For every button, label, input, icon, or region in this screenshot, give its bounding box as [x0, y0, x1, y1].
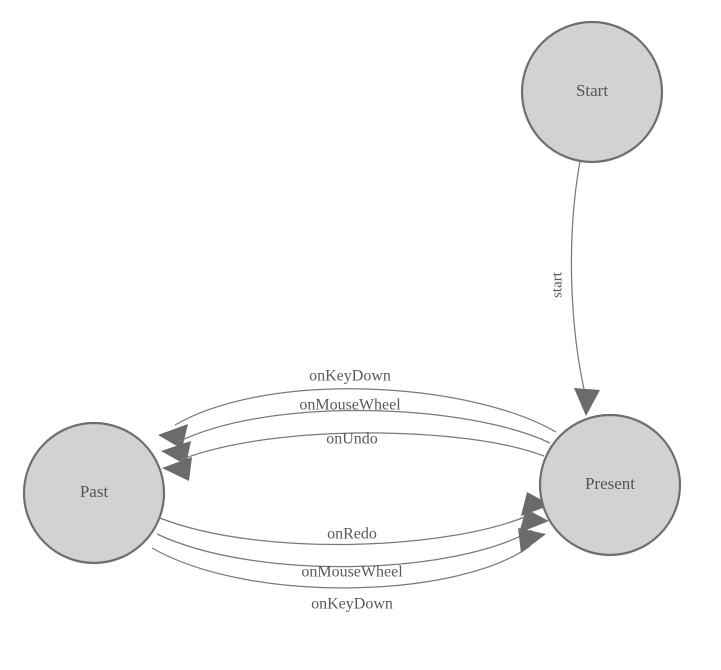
arrowhead-present-to-past-1: [158, 424, 188, 449]
node-present-label: Present: [585, 474, 635, 493]
node-past-circle: [22, 421, 166, 565]
node-past-label: Past: [80, 482, 109, 501]
edge-label-present-to-past-2: onMouseWheel: [299, 397, 401, 414]
node-present-circle: [538, 413, 682, 557]
node-present[interactable]: Present: [538, 413, 682, 557]
arrowhead-past-to-present-3: [518, 528, 546, 553]
edge-label-past-to-present-3: onKeyDown: [311, 596, 393, 613]
arrowhead-past-to-present-2: [519, 509, 549, 533]
edge-present-to-past-3-path: [179, 432, 545, 461]
edge-label-past-to-present-1: onRedo: [327, 526, 377, 543]
edge-past-to-present-onkeydown[interactable]: onKeyDown: [151, 528, 546, 613]
arrowhead-past-to-present-1: [521, 492, 551, 516]
edge-past-to-present-onredo[interactable]: onRedo: [159, 492, 551, 546]
arrowhead-start-to-present: [574, 388, 600, 416]
node-start[interactable]: Start: [520, 20, 664, 164]
edge-label-past-to-present-2: onMouseWheel: [301, 564, 403, 581]
node-start-circle: [520, 20, 664, 164]
edge-present-to-past-onkeydown[interactable]: onKeyDown: [158, 368, 557, 449]
edge-label-present-to-past-1: onKeyDown: [309, 368, 391, 385]
edge-label-present-to-past-3: onUndo: [326, 431, 378, 448]
edge-start-to-present[interactable]: start: [549, 160, 600, 416]
node-start-label: Start: [576, 81, 608, 100]
arrowhead-present-to-past-3: [162, 457, 192, 481]
edge-past-to-present-1-path: [159, 512, 535, 546]
edge-past-to-present-2-path: [156, 529, 533, 568]
edge-start-to-present-path: [570, 160, 587, 399]
edge-label-start: start: [549, 271, 565, 298]
edge-present-to-past-2-path: [177, 409, 551, 444]
edge-present-to-past-1-path: [174, 388, 557, 433]
node-past[interactable]: Past: [22, 421, 166, 565]
edge-past-to-present-onmousewheel[interactable]: onMouseWheel: [156, 509, 549, 581]
edge-past-to-present-3-path: [151, 545, 531, 589]
edge-present-to-past-onundo[interactable]: onUndo: [162, 431, 545, 481]
